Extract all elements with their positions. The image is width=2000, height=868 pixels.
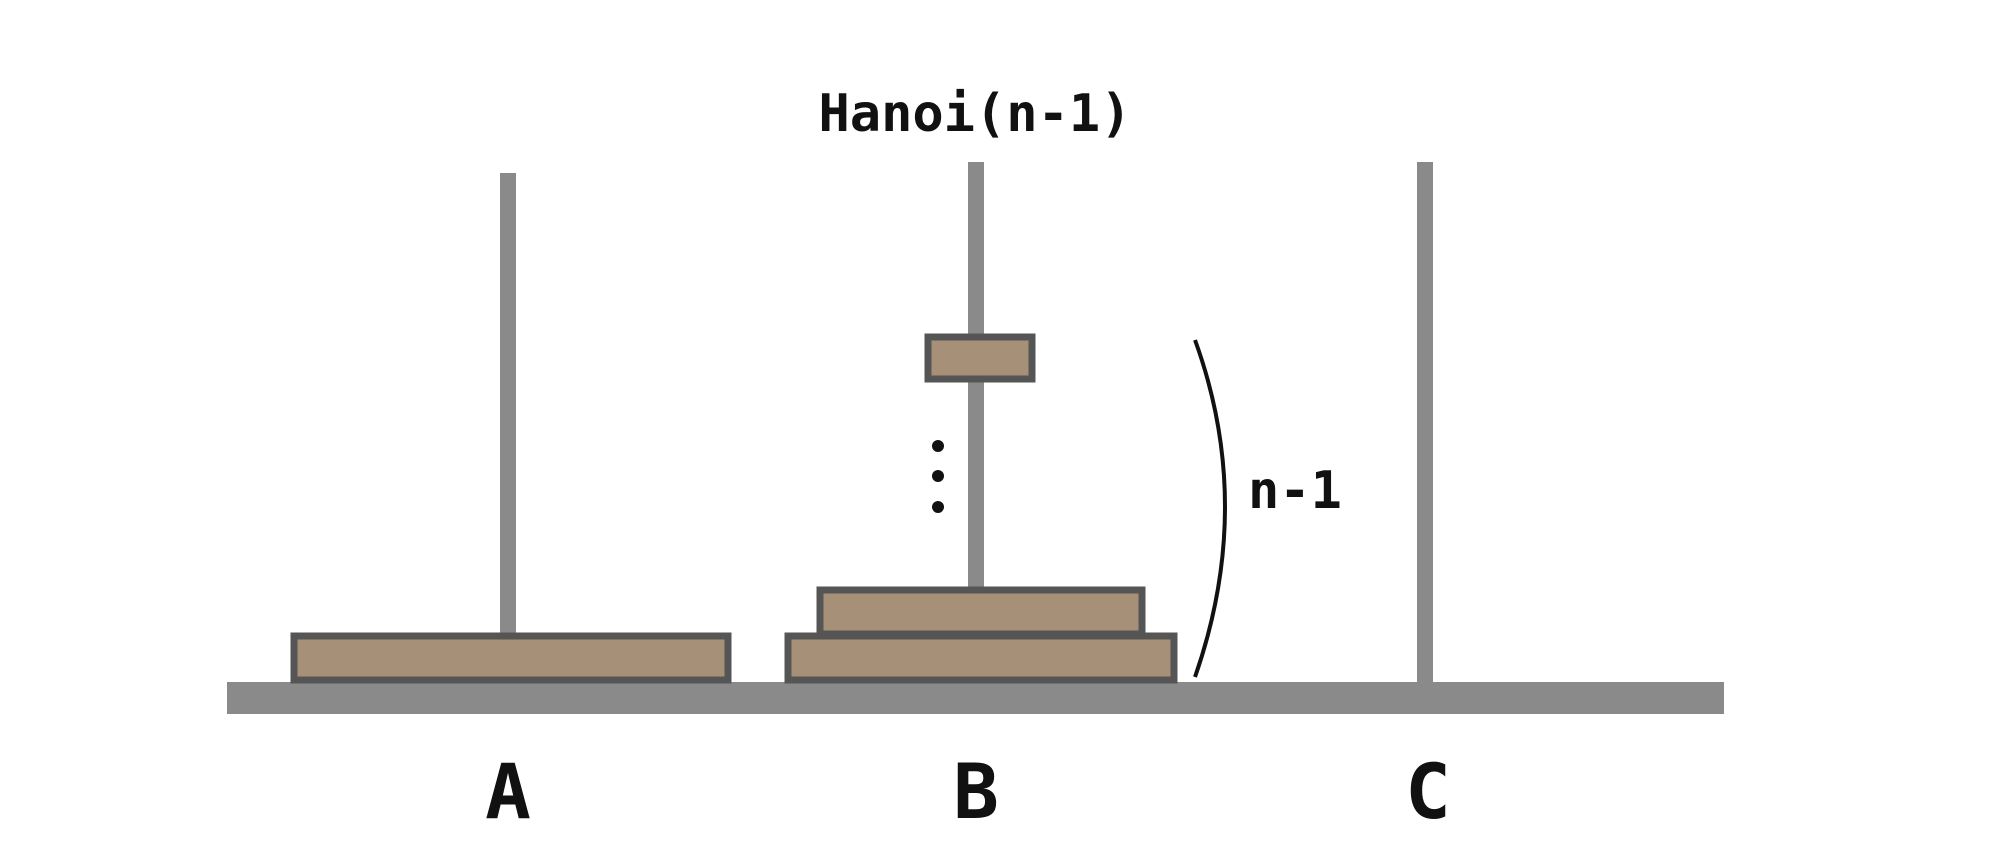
peg-c-rod bbox=[1417, 162, 1433, 682]
peg-b-rod bbox=[968, 162, 984, 682]
disk-peg-b-second bbox=[816, 586, 1146, 638]
disk-count-label: n-1 bbox=[1248, 461, 1342, 521]
disk-peg-b-bottom bbox=[784, 632, 1178, 684]
base-platform bbox=[227, 682, 1724, 714]
disk-peg-b-top bbox=[924, 333, 1036, 383]
ellipsis-dot bbox=[932, 470, 944, 482]
ellipsis-dot bbox=[932, 440, 944, 452]
peg-label-b: B bbox=[953, 747, 999, 836]
disk-peg-a-largest bbox=[290, 632, 732, 684]
diagram-title: Hanoi(n-1) bbox=[818, 84, 1131, 144]
bracket-arc bbox=[1193, 339, 1227, 678]
peg-label-a: A bbox=[485, 747, 531, 836]
peg-label-c: C bbox=[1405, 747, 1451, 836]
ellipsis-dot bbox=[932, 501, 944, 513]
peg-a-rod bbox=[500, 173, 516, 683]
